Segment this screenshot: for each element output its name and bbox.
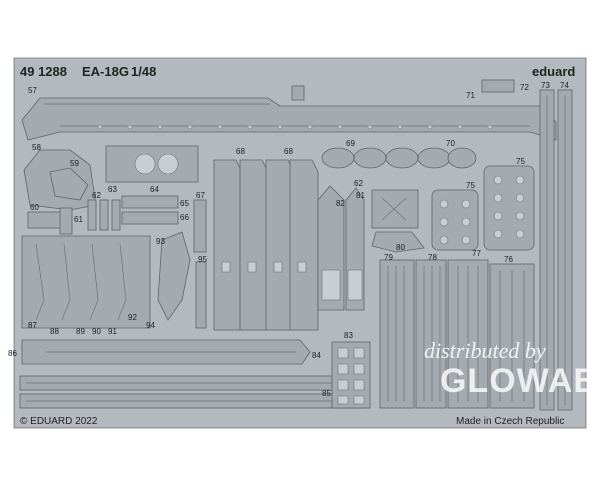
label-59: 59 xyxy=(70,159,79,168)
set-code: 49 1288 xyxy=(20,64,67,79)
label-85: 85 xyxy=(322,389,331,398)
label-68a: 68 xyxy=(236,147,245,156)
label-58: 58 xyxy=(32,143,41,152)
label-87: 87 xyxy=(28,321,37,330)
label-75b: 75 xyxy=(516,157,525,166)
label-95: 95 xyxy=(198,255,207,264)
distributor-watermark: distributed by GLOWAB xyxy=(424,338,599,400)
part-68-group xyxy=(213,159,319,331)
part-84-86 xyxy=(21,339,311,365)
part-small-tab xyxy=(291,85,305,101)
label-65: 65 xyxy=(180,199,189,208)
part-85 xyxy=(19,375,365,409)
label-90: 90 xyxy=(92,327,101,336)
part-60-61 xyxy=(27,207,73,235)
label-67: 67 xyxy=(196,191,205,200)
origin-text: Made in Czech Republic xyxy=(456,416,564,427)
part-87-92 xyxy=(21,235,151,329)
label-62b: 62 xyxy=(354,179,363,188)
label-61: 61 xyxy=(74,215,83,224)
part-65-66 xyxy=(121,195,179,225)
label-64: 64 xyxy=(150,185,159,194)
label-63: 63 xyxy=(108,185,117,194)
part-76 xyxy=(489,263,535,409)
part-79 xyxy=(379,259,415,409)
label-93: 93 xyxy=(156,237,165,246)
part-80 xyxy=(371,189,425,253)
part-81-82 xyxy=(317,185,365,311)
aircraft-model: EA-18G xyxy=(82,64,129,79)
label-79: 79 xyxy=(384,253,393,262)
label-60: 60 xyxy=(30,203,39,212)
label-86: 86 xyxy=(8,349,17,358)
part-73-74 xyxy=(539,89,573,411)
part-75-right xyxy=(483,165,535,251)
part-62-63 xyxy=(87,199,121,231)
part-number-labels: 57 71 72 73 74 58 59 60 61 62 63 64 65 6… xyxy=(8,81,569,398)
label-62: 62 xyxy=(92,191,101,200)
label-72: 72 xyxy=(520,83,529,92)
part-57 xyxy=(21,97,557,141)
label-84: 84 xyxy=(312,351,321,360)
label-83: 83 xyxy=(344,331,353,340)
label-71: 71 xyxy=(466,91,475,100)
label-94: 94 xyxy=(146,321,155,330)
label-80: 80 xyxy=(396,243,405,252)
label-78: 78 xyxy=(428,253,437,262)
part-64 xyxy=(105,145,199,183)
part-75-left xyxy=(431,189,479,251)
part-72 xyxy=(481,79,515,93)
label-75a: 75 xyxy=(466,181,475,190)
label-68b: 68 xyxy=(284,147,293,156)
label-76: 76 xyxy=(504,255,513,264)
brand-logo-text: eduard xyxy=(532,64,575,79)
watermark-line1: distributed by xyxy=(424,338,546,363)
part-77 xyxy=(447,259,489,409)
label-91: 91 xyxy=(108,327,117,336)
part-57-holes xyxy=(97,124,493,130)
label-66: 66 xyxy=(180,213,189,222)
label-89: 89 xyxy=(76,327,85,336)
label-77: 77 xyxy=(472,249,481,258)
part-93 xyxy=(157,231,191,321)
part-95 xyxy=(195,261,207,329)
part-67 xyxy=(193,199,207,253)
part-78 xyxy=(415,259,447,409)
label-88: 88 xyxy=(50,327,59,336)
part-69-70 xyxy=(321,147,477,169)
label-82: 82 xyxy=(336,199,345,208)
part-83 xyxy=(331,341,371,409)
label-81: 81 xyxy=(356,191,365,200)
label-73: 73 xyxy=(541,81,550,90)
part-58-59 xyxy=(23,149,97,211)
watermark-line2: GLOWAB xyxy=(440,362,599,400)
label-92: 92 xyxy=(128,313,137,322)
copyright-text: © EDUARD 2022 xyxy=(20,416,98,427)
scale-label: 1/48 xyxy=(131,64,156,79)
label-70: 70 xyxy=(446,139,455,148)
label-57: 57 xyxy=(28,86,37,95)
label-69: 69 xyxy=(346,139,355,148)
label-74: 74 xyxy=(560,81,569,90)
